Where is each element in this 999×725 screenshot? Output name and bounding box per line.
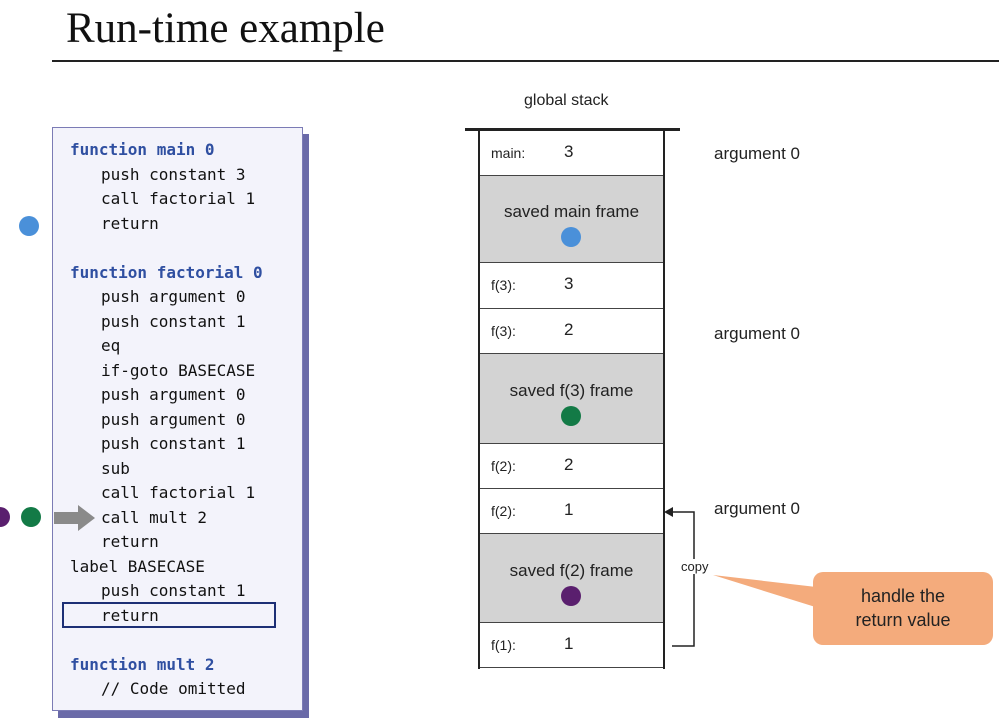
code-line: return <box>101 532 159 551</box>
code-line: // Code omitted <box>101 679 246 698</box>
stack-cell: f(3): 2 <box>480 309 663 354</box>
code-line: function mult 2 <box>70 654 215 674</box>
code-line: call factorial 1 <box>101 189 256 208</box>
stack-cell-label: f(3): <box>491 322 516 339</box>
stack-top-line <box>465 128 680 131</box>
code-line: label BASECASE <box>70 556 205 576</box>
stack-cell: main: 3 <box>480 131 663 176</box>
code-line: return <box>101 605 159 625</box>
arrow-right-icon <box>54 505 95 531</box>
stack-saved-frame: saved f(3) frame <box>480 354 663 444</box>
stack-cell: f(2): 2 <box>480 444 663 489</box>
blue-marker-dot <box>19 216 39 236</box>
blue-frame-dot <box>561 226 581 247</box>
stack-cell: f(1): 1 <box>480 623 663 668</box>
code-line: push constant 3 <box>101 164 246 184</box>
code-line: return <box>101 213 159 233</box>
frame-label: saved main frame <box>503 201 640 221</box>
argument-label: argument 0 <box>714 144 800 163</box>
argument-label: argument 0 <box>714 499 800 518</box>
stack-cell-value: 2 <box>564 319 574 339</box>
frame-label: saved f(2) frame <box>509 560 634 580</box>
stack-cell: f(2): 1 <box>480 489 663 534</box>
stack-saved-frame: saved main frame <box>480 176 663 263</box>
code-line: push constant 1 <box>101 311 246 331</box>
copy-label: copy <box>679 559 711 574</box>
stack-left-wall <box>478 128 480 669</box>
code-line: function main 0 <box>70 140 215 159</box>
copy-arrow <box>664 507 695 647</box>
stack-label: global stack <box>524 92 609 109</box>
code-line: call mult 2 <box>101 507 207 527</box>
stack-cell-label: f(2): <box>491 457 516 474</box>
current-line-highlight <box>62 602 276 628</box>
purple-marker-dot <box>0 507 10 527</box>
return-value-callout: handle the return value <box>813 572 993 645</box>
stack-cell-value: 1 <box>564 499 574 519</box>
code-line: push argument 0 <box>101 409 246 429</box>
stack-saved-frame: saved f(2) frame <box>480 534 663 623</box>
stack-cell-value: 3 <box>564 141 574 161</box>
callout-pointer <box>713 575 825 610</box>
code-line: sub <box>101 458 130 478</box>
stack-cell-label: f(1): <box>491 636 516 653</box>
code-line: push argument 0 <box>101 385 246 404</box>
code-line: push constant 1 <box>101 434 246 453</box>
slide-title: Run-time example <box>66 5 385 52</box>
stack-cell-label: main: <box>491 144 526 161</box>
code-line: if-goto BASECASE <box>101 360 256 380</box>
purple-frame-dot <box>561 585 581 606</box>
green-marker-dot <box>21 507 41 527</box>
code-line: function factorial 0 <box>70 262 263 282</box>
stack-cell-value: 2 <box>564 454 574 474</box>
code-line: eq <box>101 336 121 355</box>
code-line: call factorial 1 <box>101 483 256 502</box>
stack-cell-label: f(2): <box>491 502 516 519</box>
stack-cell-label: f(3): <box>491 277 516 293</box>
stack-cell-value: 1 <box>564 633 574 653</box>
stack-right-wall <box>663 128 665 669</box>
green-frame-dot <box>561 406 581 426</box>
stack-cell: f(3): 3 <box>480 263 663 309</box>
callout-line-2: return value <box>855 610 951 630</box>
callout-line-1: handle the <box>860 586 946 606</box>
argument-label: argument 0 <box>714 324 800 343</box>
code-line: push argument 0 <box>101 287 246 306</box>
code-panel: function main 0 push constant 3 call facto… <box>52 127 303 711</box>
frame-label: saved f(3) frame <box>509 381 634 400</box>
code-line: push constant 1 <box>101 581 246 600</box>
title-divider <box>52 60 999 62</box>
stack-cell-value: 3 <box>564 274 574 293</box>
